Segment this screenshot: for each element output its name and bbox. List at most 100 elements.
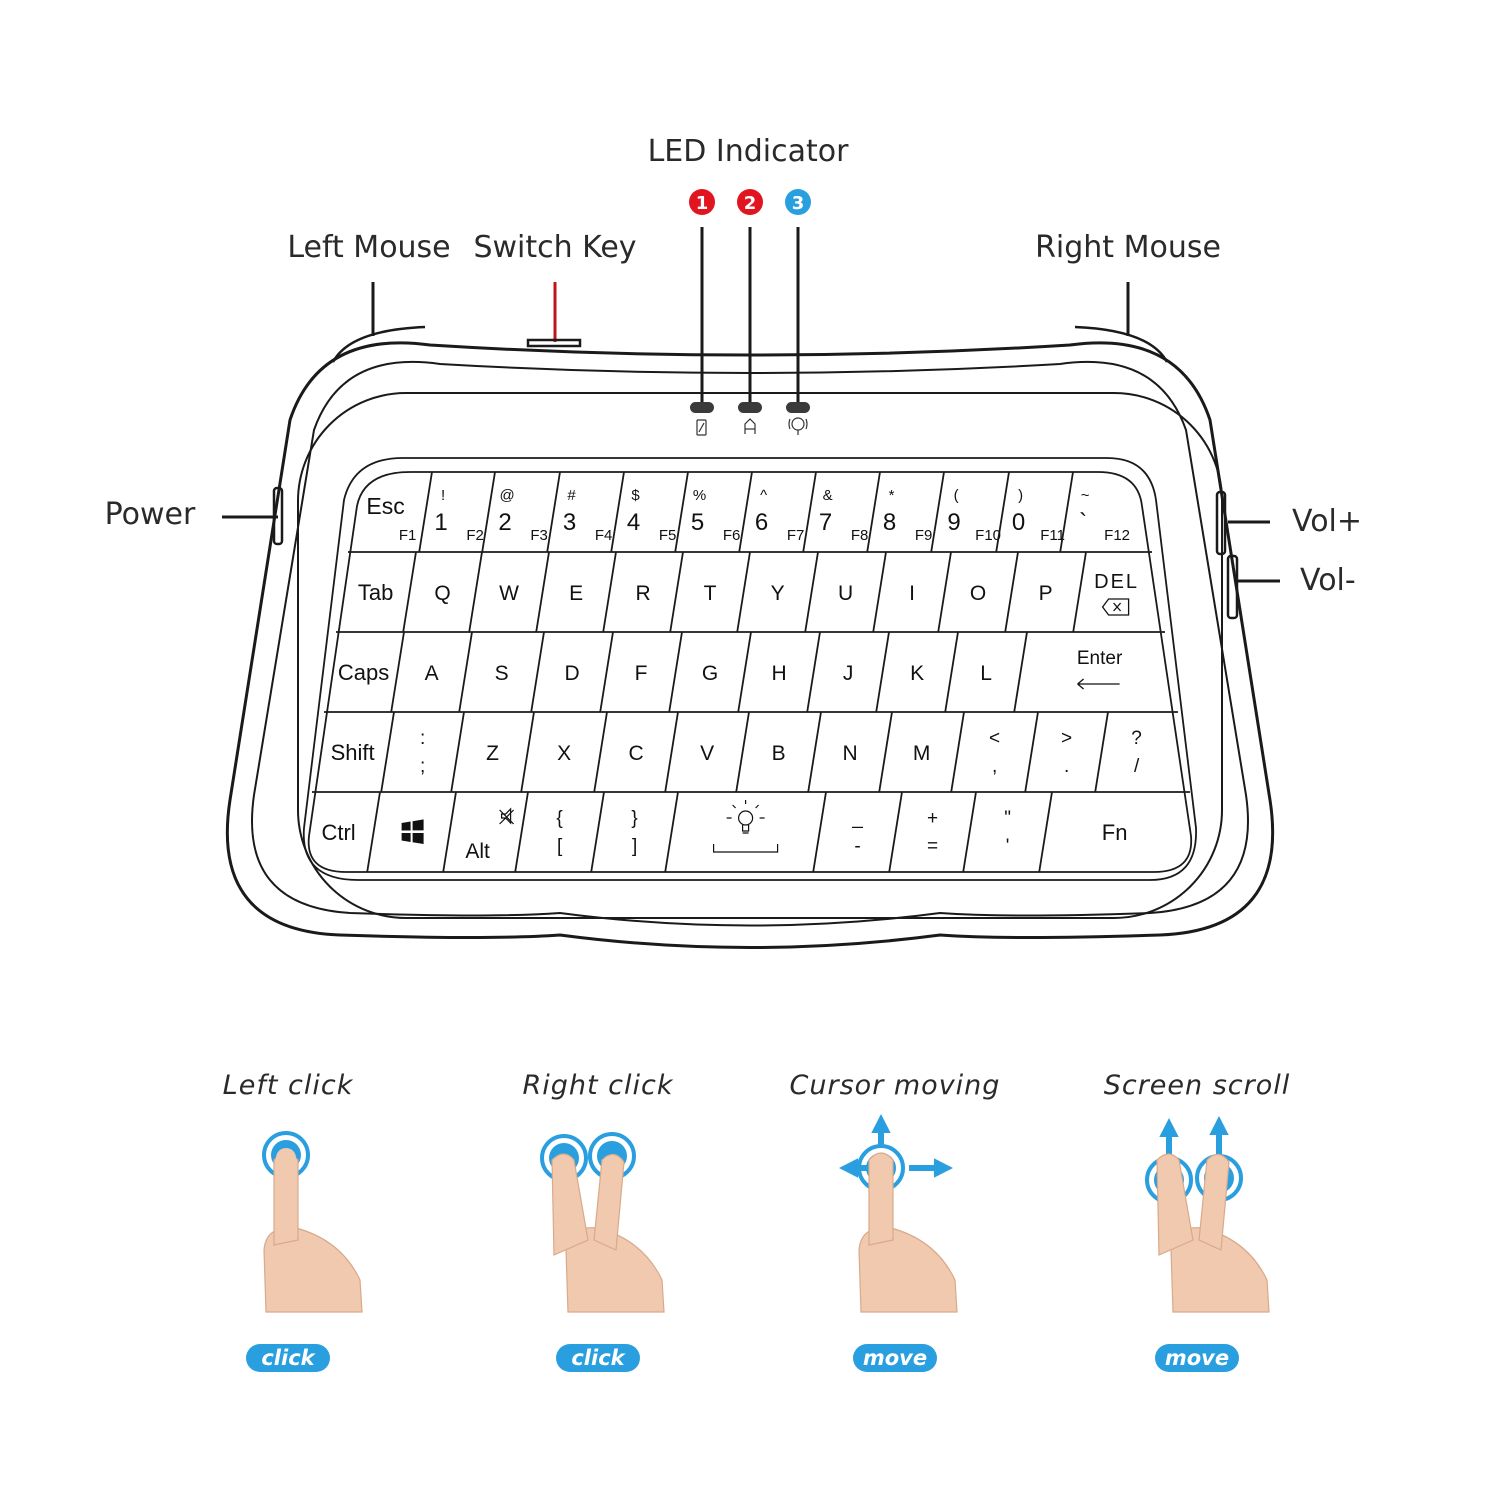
led-number: 1 [696, 193, 709, 214]
key-p: P [1039, 582, 1053, 605]
key-divider [669, 551, 684, 633]
key-del: DEL [1094, 571, 1137, 616]
key-shift-legend: % [693, 487, 706, 504]
key-shift-legend: # [567, 487, 576, 504]
led-badge-2: 2 [737, 189, 763, 215]
key-j: J [843, 662, 854, 685]
vol-up-button [1215, 490, 1227, 556]
key-main-legend: ` [1079, 509, 1087, 536]
key-v: V [700, 742, 714, 765]
enter-arrow-icon [1077, 678, 1120, 690]
led-light-1 [690, 402, 714, 413]
device-outer-shell [225, 341, 1275, 949]
arrow-head [839, 1158, 859, 1178]
key-divider [1059, 471, 1074, 553]
key-main-legend: Fn [1102, 820, 1128, 845]
hand-palm [263, 1227, 363, 1313]
arrow-head [871, 1114, 891, 1134]
device-inner-shell [251, 360, 1249, 927]
middle-finger [1198, 1153, 1230, 1251]
switch-key [526, 338, 582, 348]
key-shift-legend: : [420, 728, 425, 749]
key-main-legend: ' [1006, 836, 1010, 857]
key-divider [1024, 711, 1039, 793]
key-c: C [629, 742, 644, 765]
key-shift-legend: ? [1131, 728, 1142, 749]
gesture-action-pill [246, 1344, 330, 1372]
key-divider [520, 711, 535, 793]
key-windows-logo-icon [401, 819, 424, 844]
key-main-legend: D [565, 662, 580, 685]
key-main-legend: Caps [338, 660, 389, 685]
key-main-legend: 2 [498, 509, 511, 536]
keyboard-device [225, 325, 1275, 949]
key-z: Z [486, 742, 499, 765]
key-backlight-bulb-icon [713, 800, 779, 853]
key-divider [736, 551, 751, 633]
key-alt: Alt [465, 807, 515, 863]
key-divider [402, 551, 417, 633]
callout-lines [222, 227, 1280, 583]
key-divider [875, 631, 890, 713]
key-divider [807, 711, 822, 793]
key-symbol: "' [1004, 808, 1011, 857]
gesture-action-label: move [863, 1346, 927, 1370]
key-divider [590, 791, 605, 873]
arrow-head [933, 1158, 953, 1178]
key-symbol: _- [851, 808, 863, 857]
gesture-title: Screen scroll [1104, 1070, 1291, 1101]
key-fn-legend: F9 [915, 527, 933, 544]
key-main-legend: - [854, 836, 860, 857]
key-divider [735, 711, 750, 793]
connection-icon [788, 417, 808, 435]
power-label: Power [105, 497, 196, 532]
key-main-legend: , [992, 756, 997, 777]
key-u: U [838, 582, 853, 605]
key-g: G [702, 662, 718, 685]
key-divider [380, 711, 395, 793]
key-shift-legend: + [927, 808, 938, 829]
key-i: I [909, 582, 915, 605]
key-divider [668, 631, 683, 713]
right-mouse-button [1074, 325, 1169, 363]
key-m: M [913, 742, 931, 765]
keyboard-area [302, 457, 1197, 881]
key-main-legend: Q [434, 582, 450, 605]
key-divider [1004, 551, 1019, 633]
led-indicator-label: LED Indicator [648, 134, 850, 169]
key-fn-legend: F1 [399, 527, 417, 544]
key-main-legend: ; [420, 756, 425, 777]
key-divider [888, 791, 903, 873]
key-divider [1038, 791, 1053, 873]
key-divider [1094, 711, 1109, 793]
key-main-legend: Esc [366, 493, 404, 519]
key-symbol: {[ [556, 808, 563, 857]
index-finger [551, 1153, 589, 1256]
key-main-legend: T [704, 582, 717, 605]
gesture-title: Cursor moving [790, 1070, 1001, 1101]
key-main-legend: A [425, 662, 439, 685]
hand-palm [858, 1227, 958, 1313]
key-caps: Caps [338, 660, 389, 685]
gesture-action-label: move [1165, 1346, 1229, 1370]
right-mouse-label: Right Mouse [1035, 230, 1221, 265]
arrow-head [1209, 1116, 1229, 1136]
key-divider [390, 631, 405, 713]
key-shift-legend: @ [499, 487, 514, 504]
key-fn-legend: F5 [659, 527, 677, 544]
key-divider [602, 551, 617, 633]
key-main-legend: 4 [627, 509, 640, 536]
led-light-2 [738, 402, 762, 413]
key-o: O [970, 582, 986, 605]
index-finger [1156, 1153, 1194, 1256]
key-symbol: += [927, 808, 938, 857]
mute-icon [499, 807, 515, 825]
gesture-action-pill [556, 1344, 640, 1372]
